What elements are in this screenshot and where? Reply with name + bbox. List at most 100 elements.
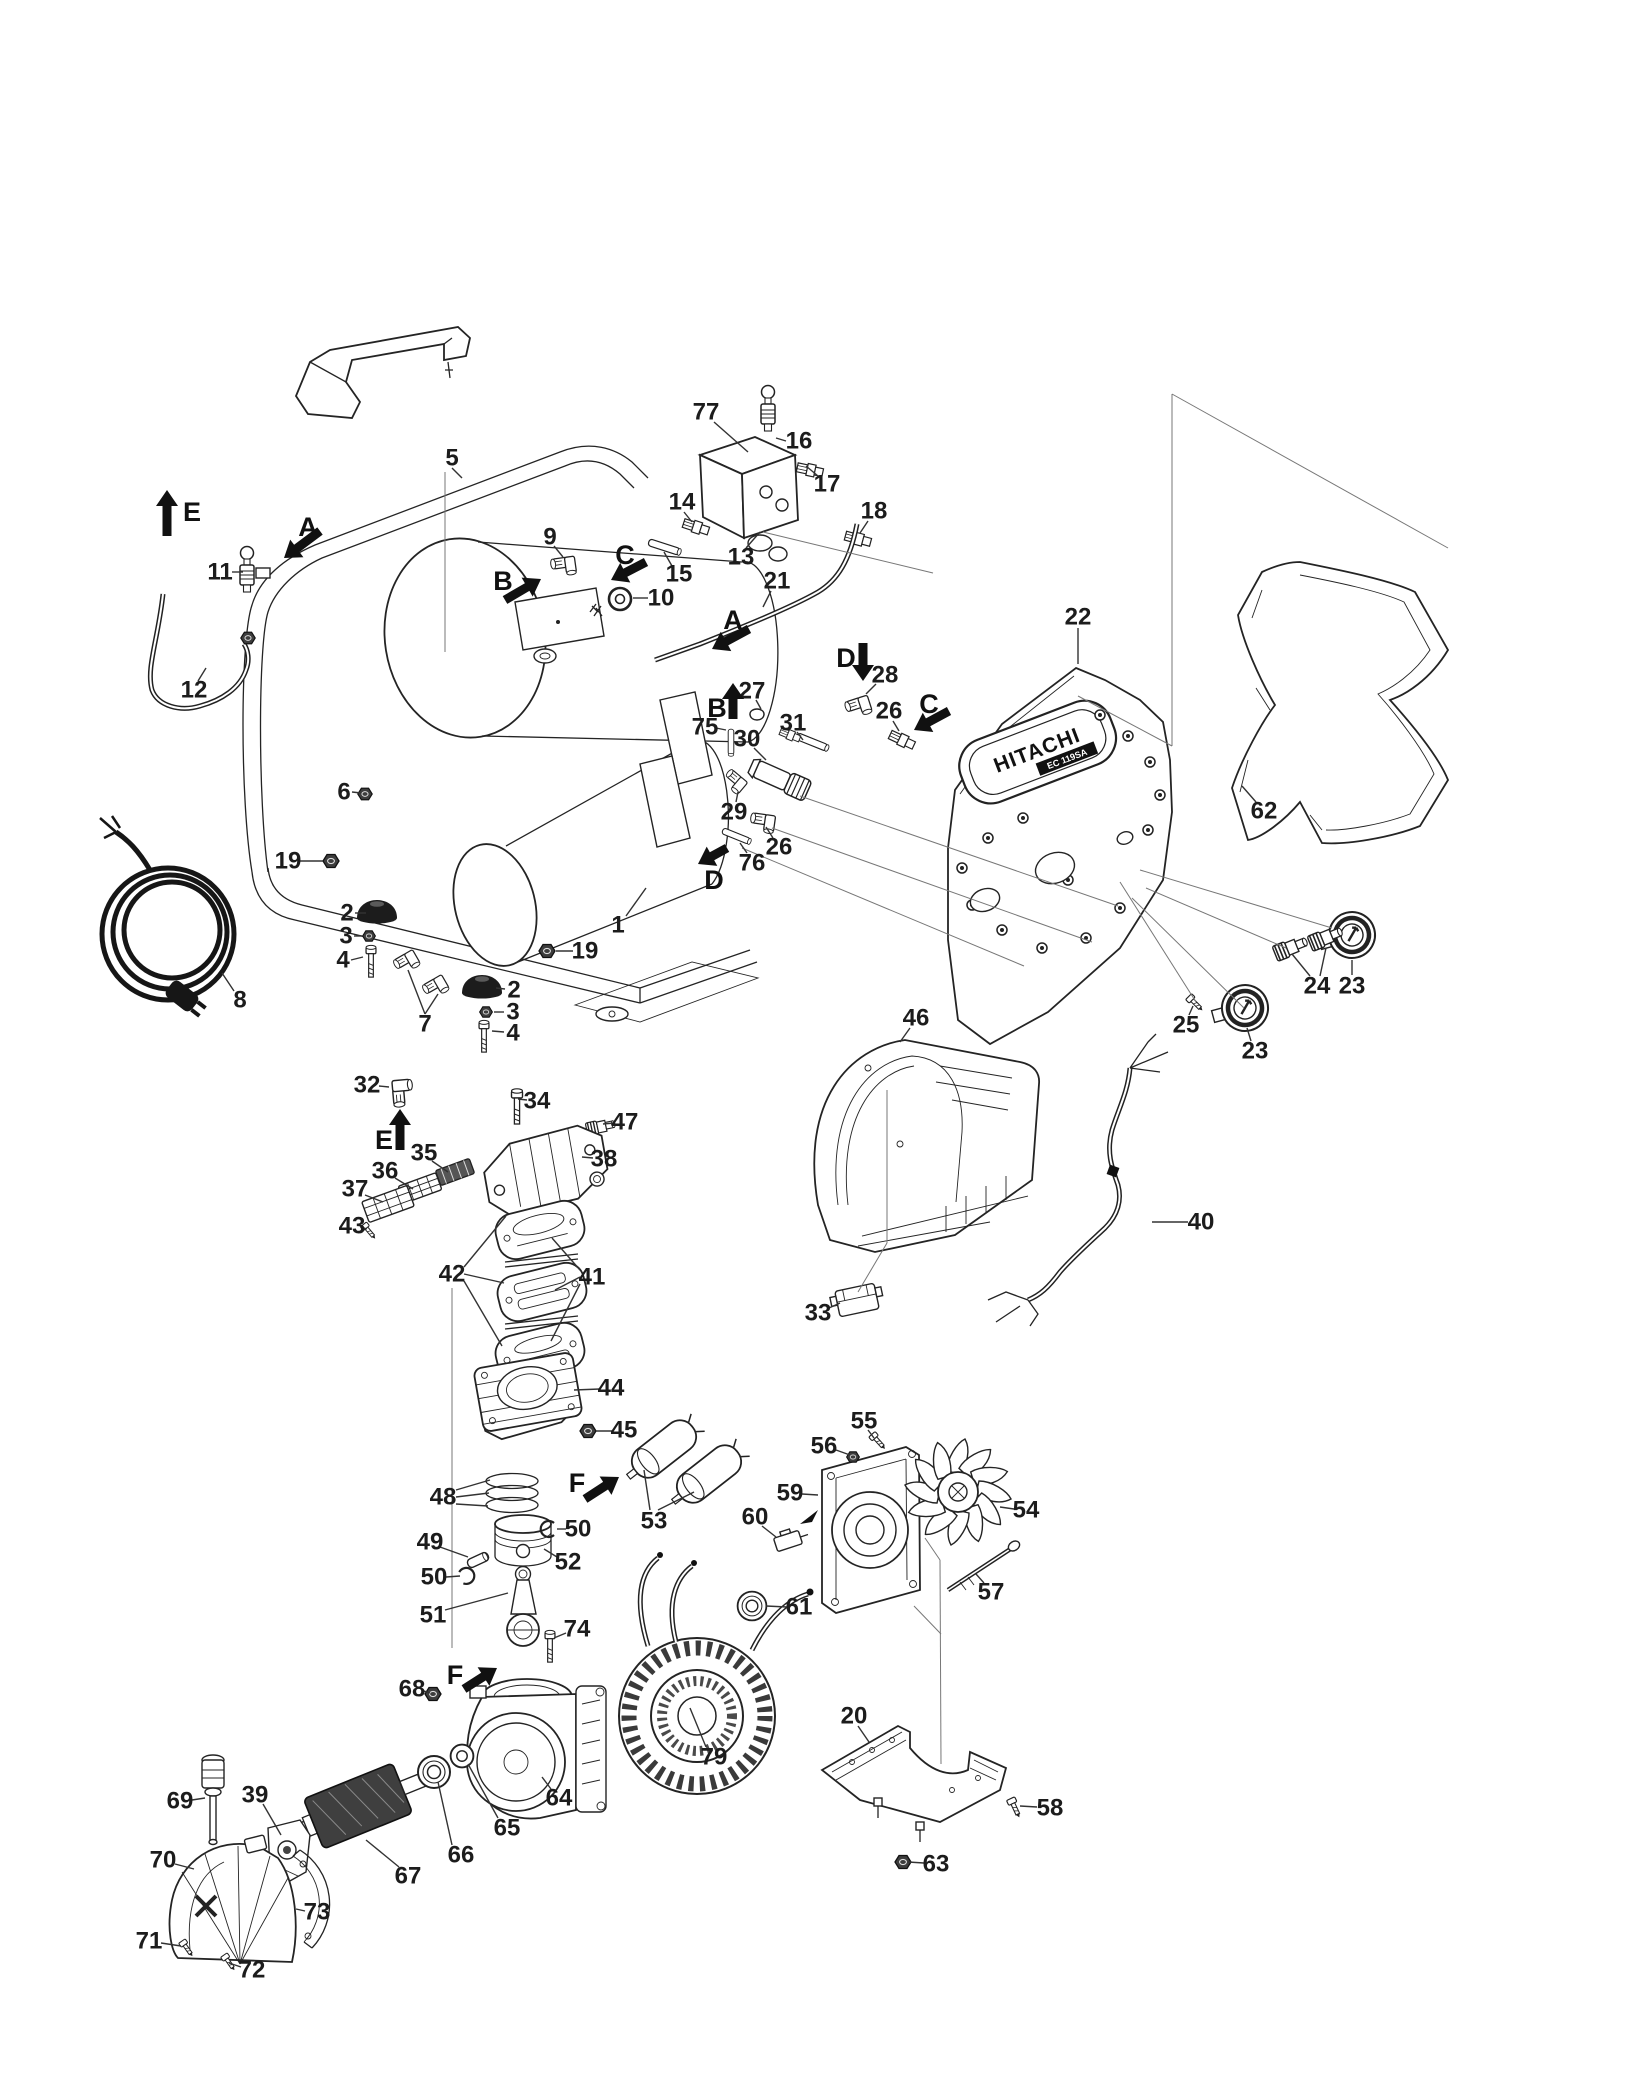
view-arrow-A <box>712 625 752 652</box>
part-label-3: 3 <box>506 999 519 1026</box>
leader-line <box>1019 1805 1038 1808</box>
crankcase-drawing <box>466 1678 607 1820</box>
part-label-4: 4 <box>506 1020 520 1047</box>
part-label-17: 17 <box>814 471 841 498</box>
leader-line <box>455 1503 489 1507</box>
part-label-60: 60 <box>742 1504 769 1531</box>
leader-line <box>554 1276 581 1291</box>
part-label-9: 9 <box>543 524 556 551</box>
part-label-66: 66 <box>448 1842 475 1869</box>
view-letter-F: F <box>569 1468 586 1498</box>
part-label-26: 26 <box>766 834 793 861</box>
handle-drawing <box>294 326 471 419</box>
leader-line <box>444 1592 509 1611</box>
leader-line <box>228 1962 242 1968</box>
part-label-50: 50 <box>565 1516 592 1543</box>
part-label-33: 33 <box>805 1300 832 1327</box>
part-label-26: 26 <box>876 698 903 725</box>
part-label-3: 3 <box>339 923 352 950</box>
fan-shroud-drawing <box>813 1039 1040 1253</box>
part-label-25: 25 <box>1173 1012 1200 1039</box>
cylinder-44 <box>473 1352 583 1432</box>
leader-line <box>683 511 693 523</box>
base-bracket-drawing <box>820 1724 1024 1870</box>
view-arrow-E <box>156 490 178 536</box>
view-arrow-A <box>284 527 323 558</box>
leader-line <box>805 465 819 477</box>
leader-line <box>1241 785 1257 803</box>
construction-line <box>1171 393 1449 549</box>
pipe-21-drawing <box>654 523 860 663</box>
part-label-12: 12 <box>181 677 208 704</box>
leader-line <box>581 1156 594 1159</box>
construction-line <box>1077 695 1173 747</box>
leader-line <box>378 1085 390 1088</box>
construction-line <box>1139 869 1333 929</box>
rotor-drawing <box>280 1743 475 1849</box>
part-label-48: 48 <box>430 1484 457 1511</box>
leader-line <box>451 467 463 479</box>
leader-line <box>735 791 739 803</box>
view-arrow-B <box>502 577 541 604</box>
leader-line <box>657 1491 695 1511</box>
part-label-19: 19 <box>572 938 599 965</box>
leader-line <box>262 1803 282 1836</box>
stator-drawing <box>618 1552 814 1795</box>
construction-line <box>799 795 1119 907</box>
view-letter-B: B <box>493 566 513 596</box>
view-arrow-E <box>389 1109 411 1150</box>
bearing-66 <box>417 1755 451 1789</box>
leader-line <box>602 1122 615 1125</box>
construction-line <box>924 1537 941 1561</box>
leader-line <box>221 972 235 992</box>
side-panel-drawing: HITACHI EC 119SA <box>947 666 1173 1046</box>
leader-line <box>713 421 749 453</box>
part-label-72: 72 <box>239 1957 266 1984</box>
leader-line <box>350 956 364 961</box>
part-label-61: 61 <box>786 1594 813 1621</box>
part-label-74: 74 <box>564 1616 591 1643</box>
leader-line <box>796 731 804 741</box>
leader-line <box>739 842 748 854</box>
leader-line <box>437 1781 453 1846</box>
leader-line <box>364 1194 384 1203</box>
part-label-16: 16 <box>786 428 813 455</box>
leader-line <box>174 1863 195 1870</box>
leader-line <box>892 720 900 732</box>
part-label-55: 55 <box>851 1408 878 1435</box>
leader-line <box>573 1388 601 1391</box>
view-letter-F: F <box>447 1660 464 1690</box>
part-label-18: 18 <box>861 498 888 525</box>
part-label-27: 27 <box>739 678 766 705</box>
washer-65 <box>449 1743 475 1769</box>
part-label-29: 29 <box>721 799 748 826</box>
leader-line <box>445 1575 461 1578</box>
connector-60 <box>773 1528 809 1552</box>
part-label-37: 37 <box>342 1176 369 1203</box>
part-label-7: 7 <box>418 1011 431 1038</box>
construction-line <box>1145 887 1287 949</box>
leader-line <box>765 1605 788 1608</box>
switch-33-drawing <box>829 1282 884 1318</box>
part-label-15: 15 <box>666 561 693 588</box>
part-label-14: 14 <box>669 489 696 516</box>
leader-line <box>1246 1027 1252 1042</box>
leader-line <box>463 1215 507 1268</box>
leader-line <box>550 1283 581 1342</box>
leader-line <box>753 747 767 761</box>
construction-line <box>939 1559 942 1765</box>
leader-line <box>857 1725 870 1743</box>
leader-line <box>553 1632 567 1639</box>
bearing-61 <box>736 1590 768 1622</box>
leader-line <box>439 1546 469 1558</box>
unloader-valve-16 <box>760 384 776 432</box>
leader-line <box>828 1302 841 1309</box>
part-label-11: 11 <box>207 559 232 586</box>
leader-line <box>899 1027 911 1043</box>
leader-line <box>365 1839 400 1868</box>
construction-line <box>741 847 1025 967</box>
leader-line <box>1188 1005 1194 1016</box>
part-label-4: 4 <box>336 947 350 974</box>
regulator-cluster-drawing <box>719 694 917 846</box>
